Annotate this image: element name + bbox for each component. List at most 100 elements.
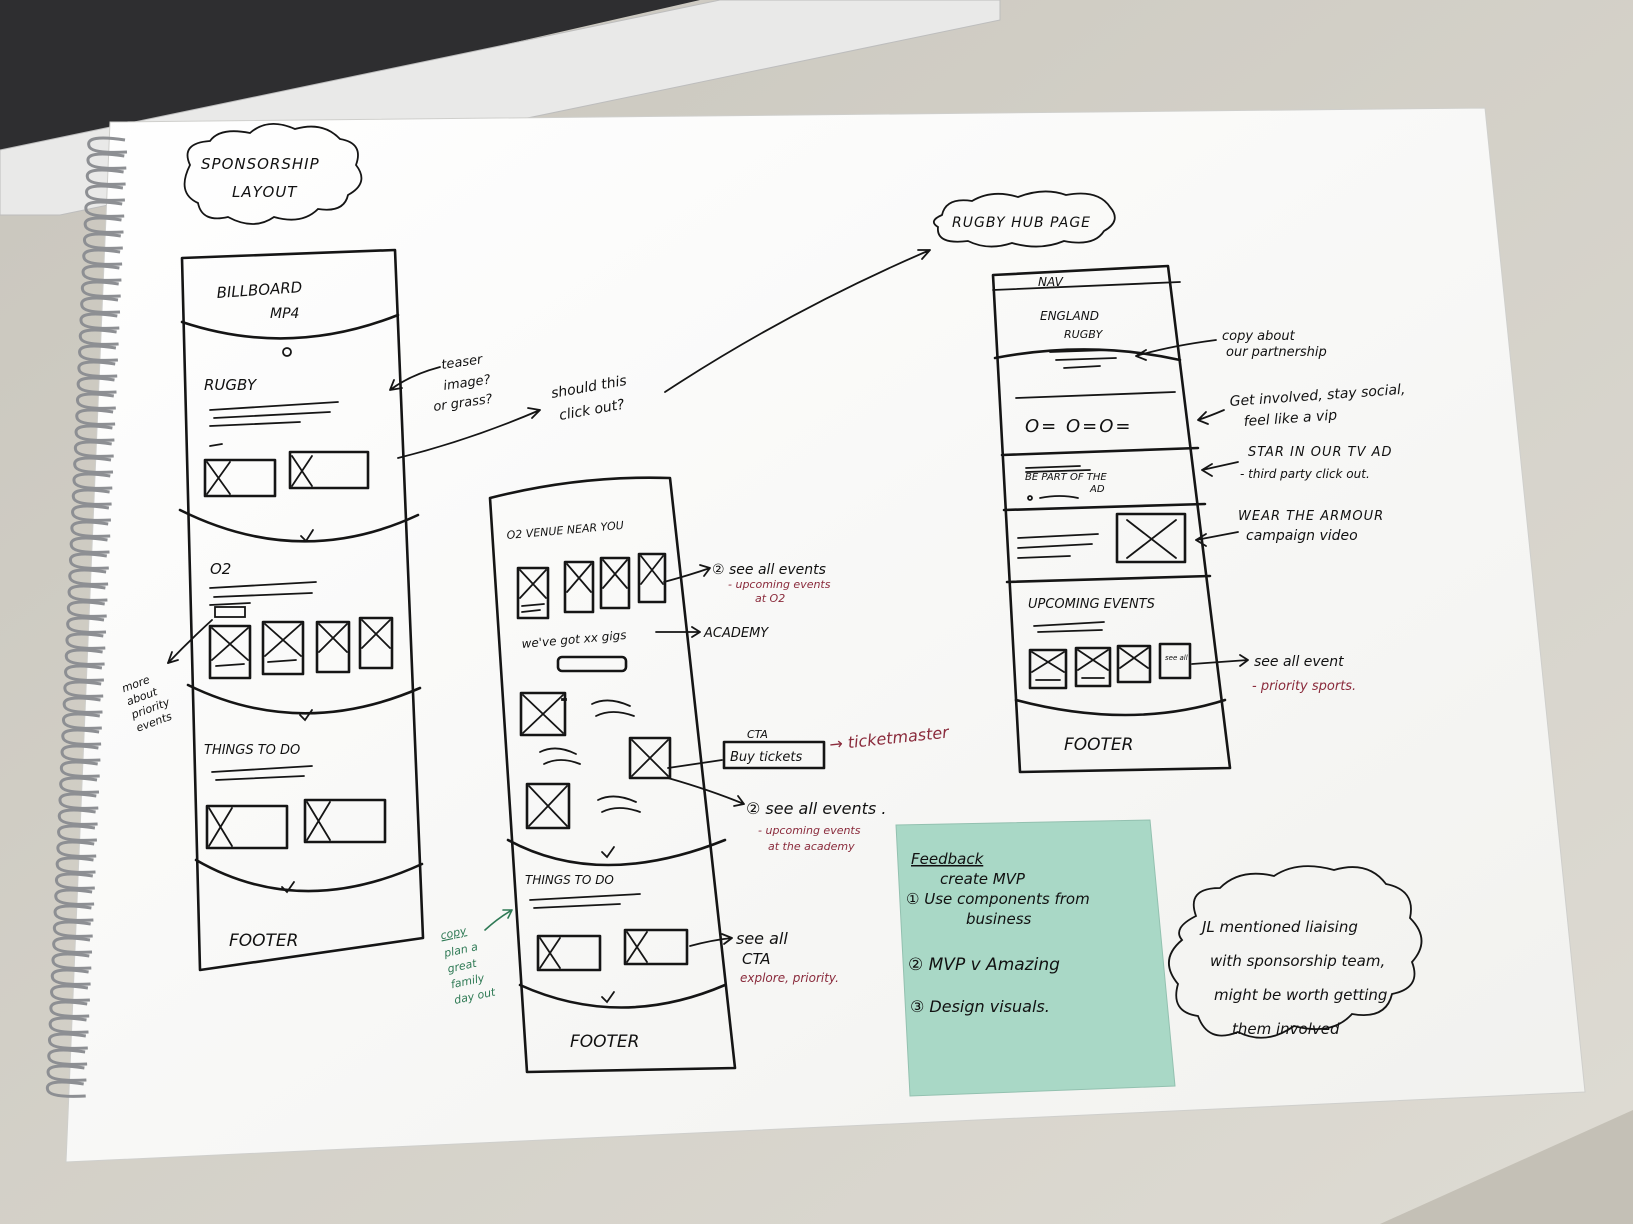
right-wireframe: NAV ENGLAND RUGBY O= O=O= BE PART OF THE… [991, 264, 1232, 774]
spiral-ring [55, 856, 96, 874]
cloud-line-4: them involved [1232, 1020, 1340, 1038]
spiral-ring [62, 696, 103, 714]
upcoming-events-2: - upcoming events [758, 824, 861, 837]
copy-about-1: copy about [1222, 329, 1296, 344]
see-all-event: see all event [1254, 654, 1344, 670]
buy-tickets: Buy tickets [730, 750, 802, 765]
spiral-ring [71, 504, 111, 522]
icon-row: O= O=O= [1025, 416, 1132, 437]
spiral-ring [57, 808, 98, 826]
cloud-note: JL mentioned liaising with sponsorship t… [1168, 865, 1423, 1039]
sticky-line-1b: business [966, 910, 1032, 928]
star-tv-ad-1: STAR IN OUR TV AD [1248, 445, 1393, 460]
sticky-line-2: ② MVP v Amazing [908, 955, 1060, 975]
spiral-ring [68, 552, 109, 570]
spiral-ring [78, 344, 118, 362]
spiral-ring [47, 1032, 88, 1050]
spiral-ring [67, 584, 108, 602]
spiral-ring [76, 376, 117, 394]
spiral-ring [49, 1000, 90, 1018]
right-footer: FOOTER [1064, 735, 1133, 755]
spiral-ring [85, 168, 126, 186]
star-tv-ad-2: - third party click out. [1240, 467, 1370, 481]
spiral-ring [52, 920, 93, 938]
spiral-ring [84, 200, 125, 218]
see-all-events-1: ② see all events [712, 562, 826, 578]
spiral-ring [53, 904, 94, 922]
rugby-hub-title: RUGBY HUB PAGE [952, 215, 1091, 231]
title-line-2: LAYOUT [232, 183, 298, 201]
sticky-title: Feedback [911, 850, 985, 868]
spiral-ring [75, 392, 116, 410]
spiral-ring [57, 824, 97, 842]
sticky-line-0: create MVP [940, 870, 1026, 888]
england-label: ENGLAND [1040, 309, 1099, 323]
svg-text:copy: copy [439, 924, 468, 942]
priority-sports: - priority sports. [1252, 679, 1356, 694]
spiral-ring [50, 968, 91, 986]
spiral-ring [61, 712, 102, 730]
event-thumbs: see all [1028, 642, 1192, 690]
spiral-ring [74, 424, 115, 442]
be-part-label: BE PART OF THE [1025, 472, 1107, 483]
upcoming-events-label: UPCOMING EVENTS [1028, 597, 1155, 612]
spiral-ring [75, 408, 116, 426]
spiral-ring [50, 984, 90, 1002]
spiral-ring [58, 792, 99, 810]
wear-armour-2: campaign video [1246, 528, 1358, 544]
spiral-ring [78, 328, 119, 346]
spiral-binding [45, 136, 128, 1098]
spiral-ring [63, 680, 104, 698]
spiral-ring [86, 152, 127, 170]
spiral-ring [65, 632, 106, 650]
things-to-do-label: THINGS TO DO [204, 743, 300, 758]
things-to-do-middle: THINGS TO DO [525, 873, 614, 887]
spiral-ring [69, 536, 110, 554]
copy-about-2: our partnership [1226, 345, 1327, 360]
o2-thumbs [208, 616, 394, 680]
explore-priority: explore, priority. [740, 971, 839, 985]
upcoming-events-1b: at O2 [755, 592, 785, 605]
spiral-ring [54, 888, 95, 906]
academy-label: ACADEMY [703, 626, 769, 641]
spiral-ring [87, 136, 128, 154]
spiral-ring [68, 568, 109, 586]
spiral-ring [73, 440, 114, 458]
see-all-cta-1: see all [736, 929, 788, 948]
desk-edge [1380, 1110, 1633, 1224]
svg-text:teaser: teaser [440, 352, 485, 373]
billboard-mp4: MP4 [270, 306, 299, 322]
title-line-1: SPONSORSHIP [201, 155, 320, 173]
spiral-ring [82, 248, 123, 266]
spiral-ring [59, 760, 100, 778]
teaser-note: teaser image? or grass? [389, 352, 494, 415]
billboard-label: BILLBOARD [216, 278, 303, 302]
left-footer: FOOTER [229, 931, 298, 951]
spiral-ring [83, 216, 124, 234]
nav-label: NAV [1038, 275, 1064, 289]
upcoming-events-2b: at the academy [768, 840, 855, 853]
spiral-ring [77, 360, 118, 378]
spiral-ring [51, 952, 92, 970]
spiral-ring [81, 264, 122, 282]
o2-label: O2 [210, 560, 231, 578]
spiral-ring [64, 664, 104, 682]
see-all-thumb: see all [1165, 654, 1188, 662]
spiral-ring [45, 1080, 86, 1098]
spiral-ring [71, 488, 112, 506]
cloud-line-1: JL mentioned liaising [1199, 918, 1358, 936]
spiral-ring [80, 280, 121, 298]
sticky-note: Feedback create MVP ① Use components fro… [895, 819, 1176, 1097]
spiral-ring [70, 520, 111, 538]
spiral-ring [72, 472, 113, 490]
title-cloud: SPONSORSHIP LAYOUT [183, 123, 363, 225]
cloud-line-3: might be worth getting [1214, 986, 1387, 1004]
middle-annotations: ② see all events - upcoming events at O2… [655, 562, 951, 985]
spiral-ring [54, 872, 95, 890]
spiral-ring [82, 232, 123, 250]
cloud-line-2: with sponsorship team, [1210, 952, 1385, 970]
spiral-ring [61, 728, 102, 746]
rugby-label: RUGBY [204, 376, 258, 394]
spiral-ring [46, 1064, 87, 1082]
